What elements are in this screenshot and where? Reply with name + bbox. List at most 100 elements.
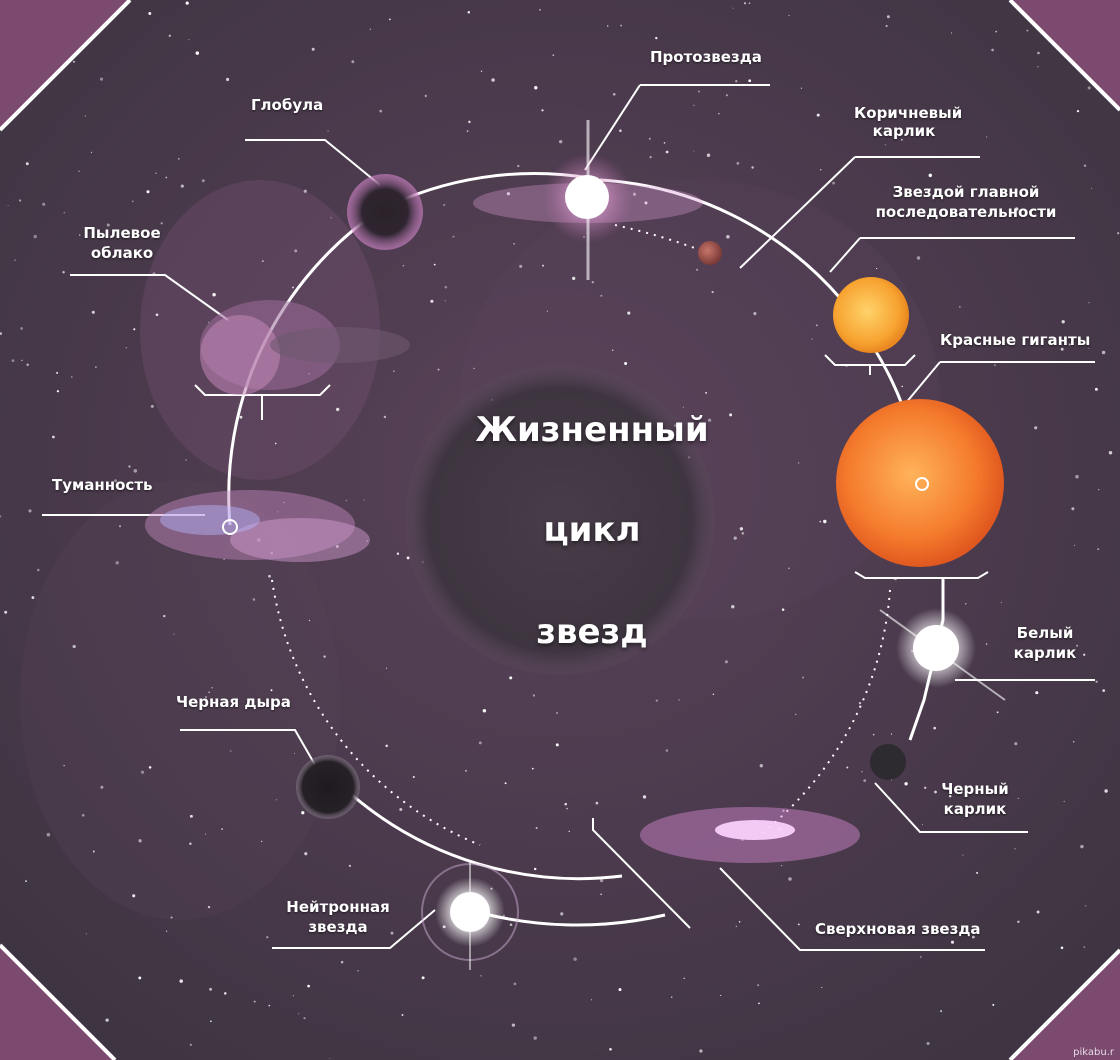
star-dot — [591, 281, 594, 284]
star-dot — [303, 189, 307, 193]
star-dot — [390, 931, 394, 935]
star-dot — [91, 310, 95, 314]
star-dot — [541, 109, 544, 112]
star-dot — [1076, 109, 1080, 113]
star-dot — [128, 232, 130, 235]
black-hole — [296, 755, 360, 819]
star-dot — [37, 568, 40, 572]
star-dot — [52, 435, 55, 439]
star-dot — [261, 260, 264, 263]
star-dot — [1014, 848, 1016, 850]
star-dot — [224, 992, 227, 995]
star-dot — [133, 469, 138, 473]
star-dot — [706, 153, 711, 157]
label-dust-cloud-line1: Пылевое — [83, 224, 161, 242]
star-dot — [201, 179, 205, 183]
star-dot — [180, 184, 184, 188]
star-dot — [189, 1043, 192, 1046]
star-dot — [345, 499, 348, 502]
star-dot — [335, 545, 339, 548]
star-dot — [759, 764, 763, 768]
star-dot — [962, 854, 964, 856]
star-dot — [7, 204, 9, 207]
star-dot — [18, 199, 22, 202]
star-dot — [125, 347, 127, 349]
star-dot — [572, 276, 576, 281]
star-dot — [612, 92, 616, 96]
star-dot — [1061, 320, 1065, 324]
star-dot — [546, 310, 548, 312]
star-dot — [106, 223, 110, 227]
star-dot — [535, 826, 538, 829]
star-dot — [146, 190, 150, 194]
star-dot — [31, 596, 35, 600]
star-dot — [210, 1020, 212, 1023]
star-dot — [539, 9, 541, 11]
main-sequence-star — [833, 277, 909, 353]
star-dot — [46, 832, 51, 837]
star-dot — [226, 77, 230, 82]
star-dot — [781, 608, 785, 611]
star-dot — [151, 236, 154, 239]
arc-protostar-mainseq — [599, 178, 842, 299]
star-dot — [90, 151, 93, 154]
star-dot — [329, 1057, 331, 1060]
star-dot — [600, 294, 603, 297]
star-dot — [209, 987, 213, 991]
star-dot — [976, 871, 979, 874]
star-dot — [150, 404, 154, 408]
star-dot — [729, 413, 733, 417]
star-dot — [71, 376, 73, 378]
star-dot — [385, 667, 388, 669]
star-dot — [467, 10, 471, 14]
leader-lines — [42, 84, 1095, 951]
star-dot — [1026, 29, 1029, 32]
star-dot — [531, 767, 534, 770]
star-dot — [758, 1002, 760, 1005]
star-dot — [802, 676, 804, 679]
star-dot — [782, 809, 785, 812]
star-dot — [366, 540, 368, 542]
star-dot — [155, 313, 159, 317]
star-dot — [252, 598, 256, 601]
star-dot — [168, 34, 171, 37]
star-dot — [26, 363, 29, 366]
star-dot — [655, 699, 658, 702]
star-dot — [208, 691, 210, 694]
star-dot — [797, 923, 800, 926]
star-dot — [555, 743, 559, 747]
star-dot — [268, 1004, 271, 1007]
star-dot — [655, 36, 658, 40]
star-dot — [725, 94, 729, 97]
star-dot — [266, 936, 269, 939]
star-dot — [705, 392, 707, 394]
star-dot — [283, 501, 285, 504]
star-dot — [519, 264, 523, 268]
star-dot — [212, 292, 216, 297]
label-main-sequence-line1: Звездой главной — [892, 183, 1040, 201]
star-dot — [257, 538, 261, 542]
star-dot — [815, 324, 818, 327]
star-dot — [348, 864, 351, 868]
star-dot — [208, 321, 210, 323]
star-dot — [424, 94, 427, 98]
star-dot — [612, 349, 614, 351]
star-dot — [478, 741, 482, 745]
title-line-2: цикл — [543, 510, 641, 550]
title-line-3: звезд — [536, 612, 648, 652]
star-dot — [811, 338, 813, 340]
star-dot — [1075, 474, 1079, 479]
star-dot — [268, 574, 271, 578]
star-dot — [985, 643, 988, 645]
star-dot — [751, 166, 754, 169]
dotted-paths — [271, 224, 891, 846]
star-dot — [795, 713, 797, 715]
star-dot — [940, 1010, 943, 1013]
dust-cloud — [200, 300, 410, 395]
star-dot — [294, 249, 298, 253]
star-dot — [363, 499, 365, 501]
star-dot — [1014, 742, 1018, 746]
star-dot — [816, 113, 820, 117]
star-dot — [406, 556, 410, 560]
